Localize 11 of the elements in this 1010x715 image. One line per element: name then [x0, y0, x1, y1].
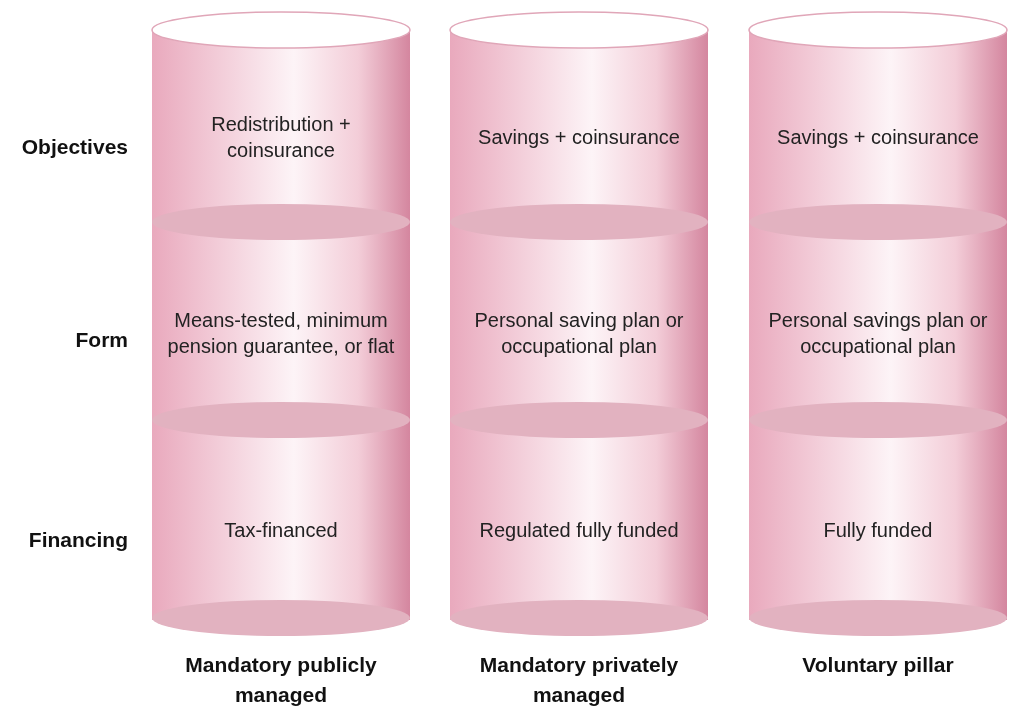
section-text: Savings + coinsurance	[478, 124, 680, 150]
pillar-caption: Mandatory privately managed	[478, 652, 680, 709]
row-label: Objectives	[20, 135, 128, 159]
pillar-caption: Voluntary pillar	[801, 652, 955, 678]
section-text: Savings + coinsurance	[777, 124, 979, 150]
section-text: Tax-financed	[224, 517, 338, 543]
section-text: Regulated fully funded	[479, 517, 679, 543]
section-text: Fully funded	[823, 517, 933, 543]
pillar-caption: Mandatory publicly managed	[184, 652, 378, 709]
row-label: Form	[74, 328, 128, 352]
row-label: Financing	[27, 528, 128, 552]
